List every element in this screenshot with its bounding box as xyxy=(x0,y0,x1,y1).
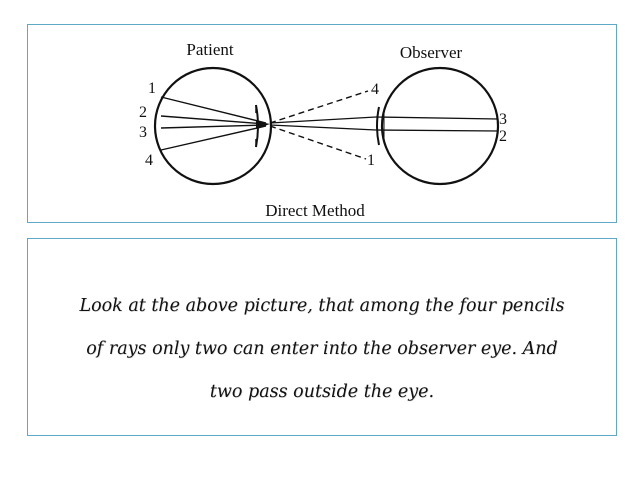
crossing-label-4: 4 xyxy=(371,81,379,98)
observer-ray-number-3: 3 xyxy=(499,111,507,128)
ray-1-in-patient xyxy=(160,96,267,124)
caption-panel: Look at the above picture, that among th… xyxy=(27,238,617,436)
ray-number-4: 4 xyxy=(145,152,153,169)
ray-1-dashed xyxy=(269,125,367,160)
observer-eye xyxy=(380,66,500,186)
ray-number-1: 1 xyxy=(148,80,156,97)
caption-text: Look at the above picture, that among th… xyxy=(28,285,616,414)
ray-number-2: 2 xyxy=(139,104,147,121)
crossing-label-1: 1 xyxy=(367,152,375,169)
ray-3-in-observer xyxy=(375,129,499,132)
ray-2-in-patient xyxy=(160,115,267,125)
observer-lens xyxy=(376,106,380,146)
ray-3-in-patient xyxy=(160,124,267,129)
caption-line-3: two pass outside the eye. xyxy=(209,382,435,402)
caption-line-2: of rays only two can enter into the obse… xyxy=(86,339,558,359)
ray-4-in-patient xyxy=(160,125,267,151)
observer-ray-number-2: 2 xyxy=(499,128,507,145)
caption-line-1: Look at the above picture, that among th… xyxy=(79,296,565,316)
observer-label: Observer xyxy=(400,43,463,62)
diagram-title: Direct Method xyxy=(265,201,365,220)
direct-method-diagram: Patient Observer Direct Method 1 2 3 4 4… xyxy=(139,40,507,220)
ray-4-dashed xyxy=(269,90,369,124)
ray-2-outgoing xyxy=(269,116,377,124)
figure-panel: Patient Observer Direct Method 1 2 3 4 4… xyxy=(27,24,617,223)
ray-number-3: 3 xyxy=(139,124,147,141)
ray-3-outgoing xyxy=(269,124,377,131)
nodal-point xyxy=(256,121,270,129)
ray-2-in-observer xyxy=(375,116,499,120)
patient-label: Patient xyxy=(186,40,233,59)
